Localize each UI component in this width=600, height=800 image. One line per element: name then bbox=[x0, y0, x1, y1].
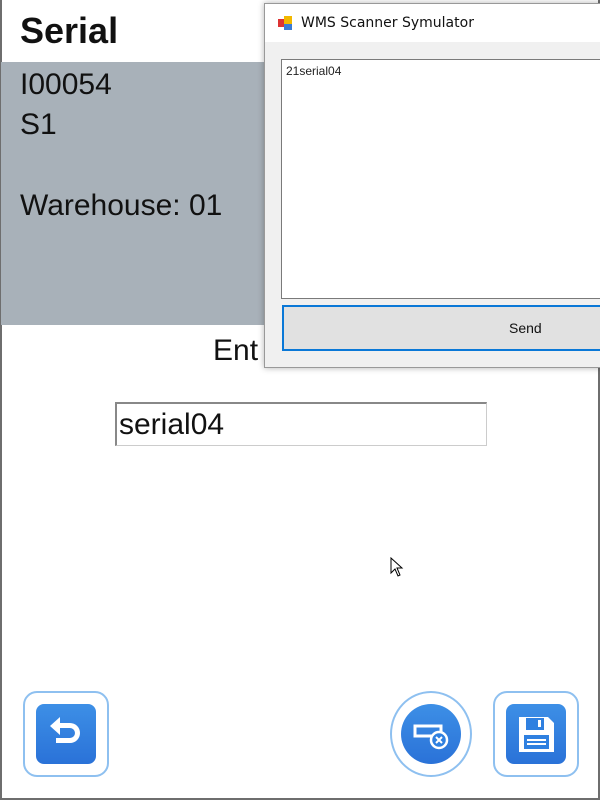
clear-button[interactable] bbox=[390, 691, 472, 777]
scan-textarea[interactable]: 21serial04 bbox=[281, 59, 600, 299]
app-icon bbox=[277, 15, 293, 31]
scanner-simulator-window: WMS Scanner Symulator 21serial04 Send bbox=[264, 3, 600, 368]
save-floppy-icon bbox=[519, 717, 554, 752]
mouse-cursor bbox=[390, 556, 404, 582]
back-button[interactable] bbox=[23, 691, 109, 777]
item-code: I00054 bbox=[20, 68, 112, 101]
send-button[interactable]: Send bbox=[282, 305, 600, 351]
window-title: WMS Scanner Symulator bbox=[301, 15, 474, 31]
serial-prompt: Ent bbox=[213, 334, 259, 367]
back-icon bbox=[50, 717, 80, 743]
save-button[interactable] bbox=[493, 691, 579, 777]
item-line2: S1 bbox=[20, 108, 57, 141]
warehouse-label: Warehouse: 01 bbox=[20, 189, 223, 222]
page-title: Serial bbox=[20, 10, 119, 51]
window-titlebar[interactable]: WMS Scanner Symulator bbox=[265, 4, 600, 42]
clear-input-icon bbox=[413, 724, 449, 750]
serial-input[interactable] bbox=[115, 402, 487, 446]
